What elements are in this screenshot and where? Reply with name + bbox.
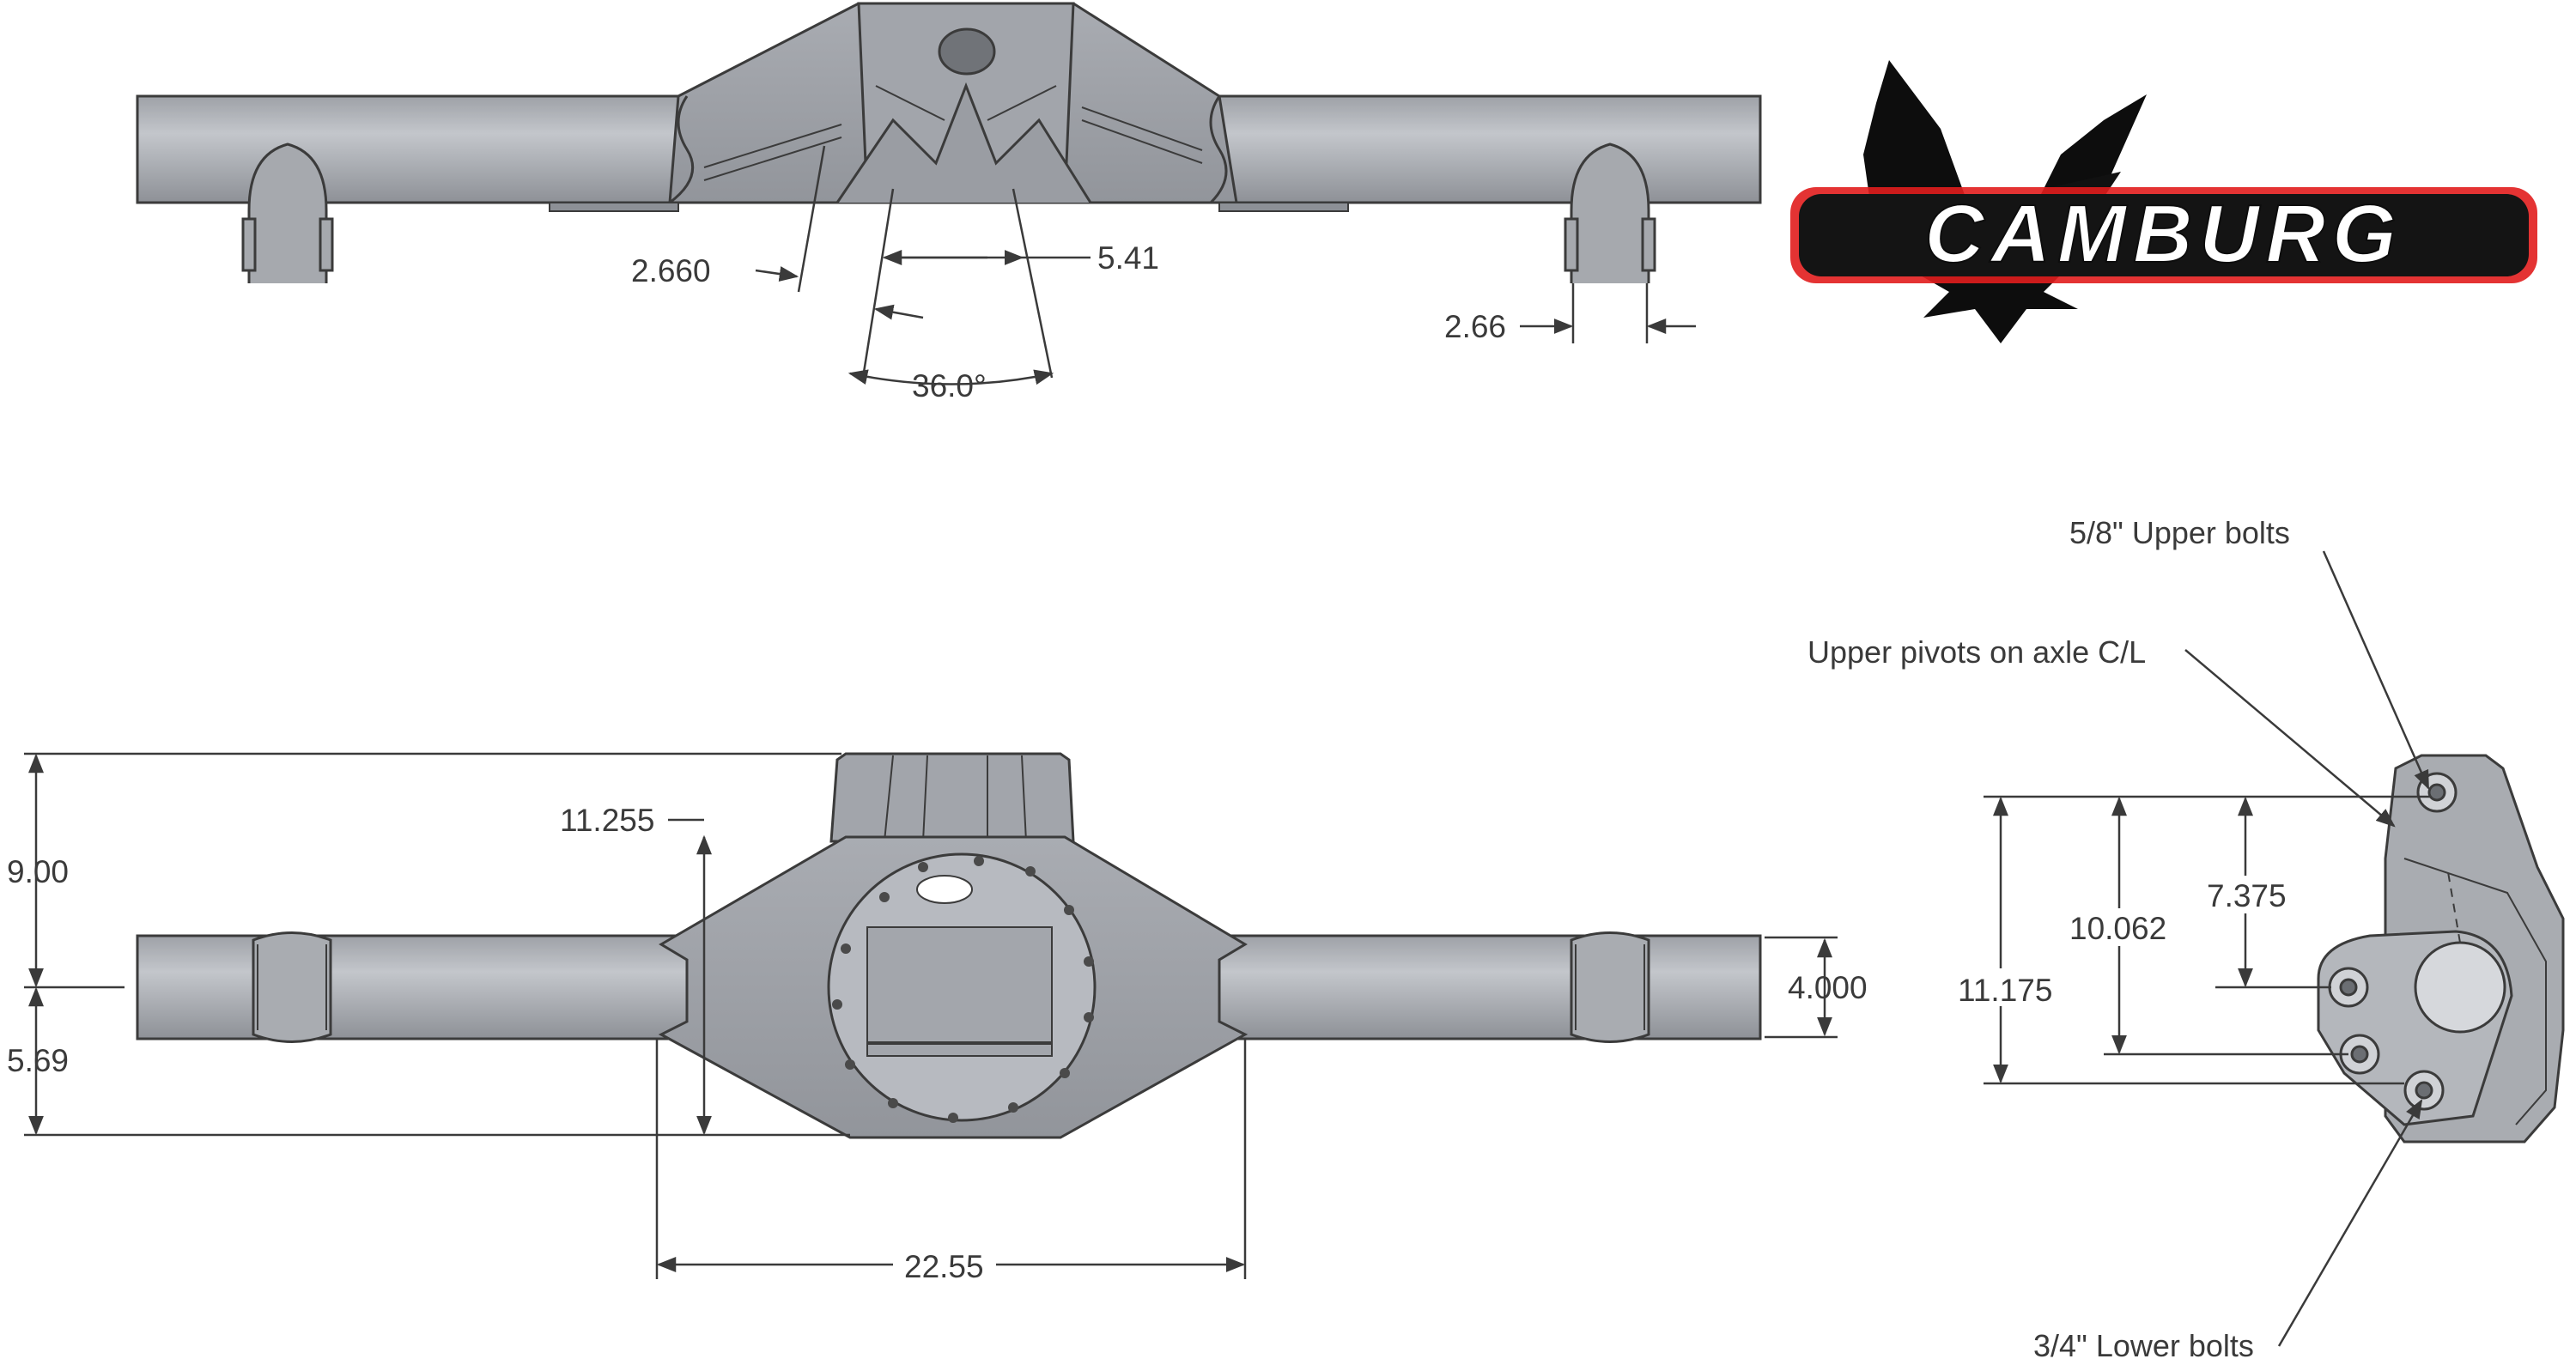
leader-upper-pivots [2184,649,2396,828]
logo-banner [1799,194,2529,276]
dim-upper-to-lower: 7.375 [2207,878,2287,913]
camburg-logo: CAMBURG [1790,60,2537,343]
leader-lower-bolts [2277,1099,2423,1347]
front-left-shock-ring [252,931,332,1043]
dim-angle: 36.0° [912,368,987,403]
front-bolt-pattern [832,856,1094,1123]
callout-upper-pivots: Upper pivots on axle C/L [1807,634,2146,670]
front-view [136,752,1762,1139]
logo-wordmark: CAMBURG [1924,188,2403,280]
top-view-labels: 2.660 5.41 36.0° 2.66 [631,240,1506,403]
dim-bracket-width: 2.66 [1444,309,1506,344]
dim-overall-height: 11.175 [1958,973,2052,1008]
dim-tube-diameter: 4.000 [1788,970,1868,1005]
left-axle-tube [136,94,689,204]
leader-upper-bolts [2322,550,2430,791]
side-axle-tube-end [2414,941,2506,1034]
left-shock-bracket [241,143,334,283]
front-view-dimensions [24,752,1838,1279]
front-right-shock-ring [1570,931,1650,1043]
right-shock-bracket [1564,143,1656,283]
dim-link-spacing: 5.41 [1097,240,1159,276]
front-right-tube [1132,934,1762,1040]
dim-pivot-height: 10.062 [2069,911,2166,946]
top-center-hole [938,27,996,76]
side-view-labels: 11.175 10.062 7.375 5/8" Upper bolts Upp… [1807,515,2290,1363]
front-view-labels: 9.00 5.69 11.255 4.000 22.55 [7,803,1868,1284]
side-view-dimensions [1984,550,2430,1347]
dim-lower-height: 5.69 [7,1043,69,1078]
dim-upper-height: 9.00 [7,854,69,889]
dim-truss-width: 22.55 [904,1249,984,1284]
right-axle-tube [1209,94,1762,204]
front-fill-hole [916,875,973,904]
front-left-tube [136,934,766,1040]
dim-tube-offset: 2.660 [631,253,711,288]
callout-lower-bolts: 3/4" Lower bolts [2033,1328,2254,1363]
top-link-tabs [835,82,1092,203]
callout-upper-bolts: 5/8" Upper bolts [2069,515,2290,550]
top-view-dimensions [755,145,1696,385]
top-view [136,2,1762,283]
dim-truss-height: 11.255 [560,803,654,838]
front-top-brackets [829,752,1075,843]
side-view [2317,754,2565,1144]
